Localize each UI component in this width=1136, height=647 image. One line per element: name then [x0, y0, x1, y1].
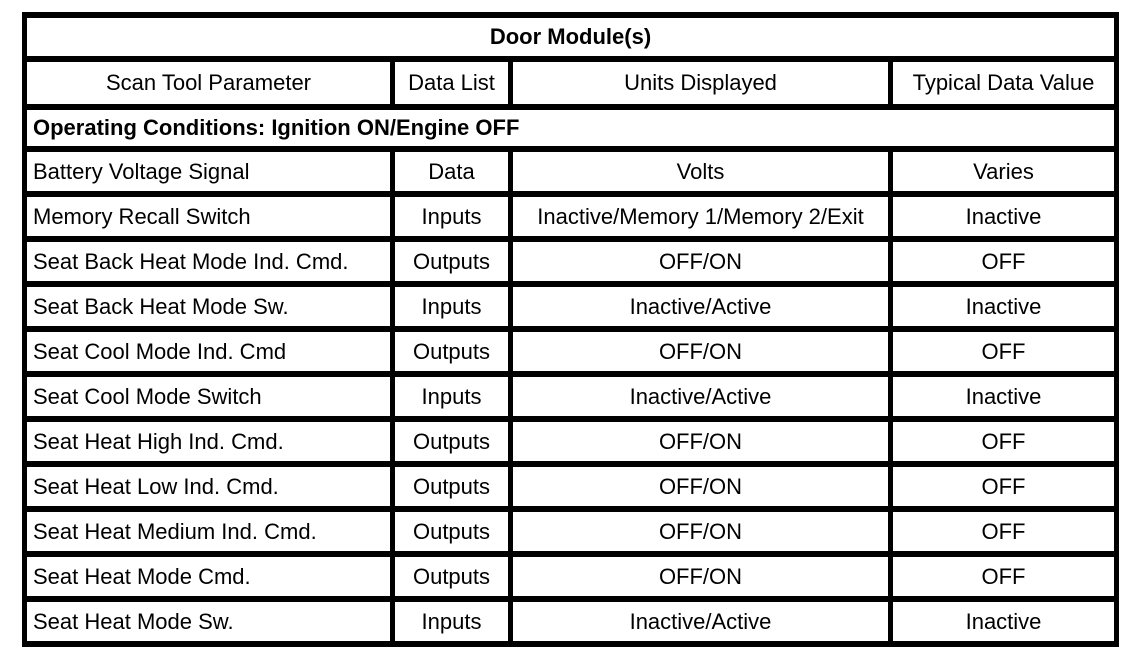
cell-parameter: Seat Heat Mode Cmd. [22, 551, 395, 602]
cell-data-list: Data [390, 146, 513, 197]
table-row: Seat Heat Low Ind. Cmd. Outputs OFF/ON O… [22, 461, 1120, 512]
column-header-units-displayed: Units Displayed [508, 56, 893, 110]
cell-data-list: Inputs [390, 371, 513, 422]
cell-parameter: Seat Heat High Ind. Cmd. [22, 416, 395, 467]
cell-typical: OFF [887, 416, 1120, 467]
column-header-data-list: Data List [390, 56, 513, 110]
cell-data-list: Outputs [390, 506, 513, 557]
column-header-scan-tool-parameter: Scan Tool Parameter [22, 56, 395, 110]
cell-units: OFF/ON [508, 506, 893, 557]
cell-parameter: Battery Voltage Signal [22, 146, 395, 197]
cell-parameter: Seat Back Heat Mode Sw. [22, 281, 395, 332]
column-header-typical-data-value: Typical Data Value [887, 56, 1120, 110]
cell-parameter: Seat Cool Mode Ind. Cmd [22, 326, 395, 377]
cell-data-list: Outputs [390, 326, 513, 377]
table-row: Seat Heat Medium Ind. Cmd. Outputs OFF/O… [22, 506, 1120, 557]
cell-units: OFF/ON [508, 416, 893, 467]
door-module-table: Door Module(s) Scan Tool Parameter Data … [21, 12, 1120, 647]
cell-data-list: Outputs [390, 551, 513, 602]
cell-units: OFF/ON [508, 236, 893, 287]
cell-typical: OFF [887, 551, 1120, 602]
cell-typical: Varies [887, 146, 1120, 197]
table-row: Seat Heat High Ind. Cmd. Outputs OFF/ON … [22, 416, 1120, 467]
cell-units: OFF/ON [508, 551, 893, 602]
cell-typical: OFF [887, 461, 1120, 512]
table-row: Seat Cool Mode Ind. Cmd Outputs OFF/ON O… [22, 326, 1120, 377]
cell-data-list: Outputs [390, 461, 513, 512]
cell-units: Inactive/Memory 1/Memory 2/Exit [508, 191, 893, 242]
operating-conditions-row: Operating Conditions: Ignition ON/Engine… [21, 104, 1120, 152]
table-title: Door Module(s) [21, 12, 1120, 62]
cell-units: Volts [508, 146, 893, 197]
cell-data-list: Outputs [390, 236, 513, 287]
table-title-row: Door Module(s) [21, 12, 1120, 62]
page: Door Module(s) Scan Tool Parameter Data … [21, 12, 1120, 647]
cell-parameter: Seat Heat Medium Ind. Cmd. [22, 506, 395, 557]
cell-parameter: Seat Back Heat Mode Ind. Cmd. [22, 236, 395, 287]
table-row: Memory Recall Switch Inputs Inactive/Mem… [22, 191, 1120, 242]
cell-typical: Inactive [887, 191, 1120, 242]
table-row: Seat Cool Mode Switch Inputs Inactive/Ac… [22, 371, 1120, 422]
cell-data-list: Outputs [390, 416, 513, 467]
table-body: Door Module(s) Scan Tool Parameter Data … [21, 12, 1120, 647]
cell-typical: OFF [887, 326, 1120, 377]
cell-data-list: Inputs [390, 281, 513, 332]
cell-typical: OFF [887, 506, 1120, 557]
cell-parameter: Seat Heat Low Ind. Cmd. [22, 461, 395, 512]
table-row: Seat Heat Mode Cmd. Outputs OFF/ON OFF [22, 551, 1120, 602]
cell-parameter: Seat Cool Mode Switch [22, 371, 395, 422]
table-header-row: Scan Tool Parameter Data List Units Disp… [22, 56, 1120, 110]
operating-conditions-text: Operating Conditions: Ignition ON/Engine… [21, 104, 1120, 152]
cell-units: OFF/ON [508, 326, 893, 377]
cell-parameter: Memory Recall Switch [22, 191, 395, 242]
cell-units: OFF/ON [508, 461, 893, 512]
cell-typical: OFF [887, 236, 1120, 287]
table-row: Seat Back Heat Mode Ind. Cmd. Outputs OF… [22, 236, 1120, 287]
table-row: Seat Back Heat Mode Sw. Inputs Inactive/… [22, 281, 1120, 332]
cell-units: Inactive/Active [508, 371, 893, 422]
cell-typical: Inactive [887, 371, 1120, 422]
cell-typical: Inactive [887, 281, 1120, 332]
cell-data-list: Inputs [390, 191, 513, 242]
table-row: Battery Voltage Signal Data Volts Varies [22, 146, 1120, 197]
cell-units: Inactive/Active [508, 281, 893, 332]
